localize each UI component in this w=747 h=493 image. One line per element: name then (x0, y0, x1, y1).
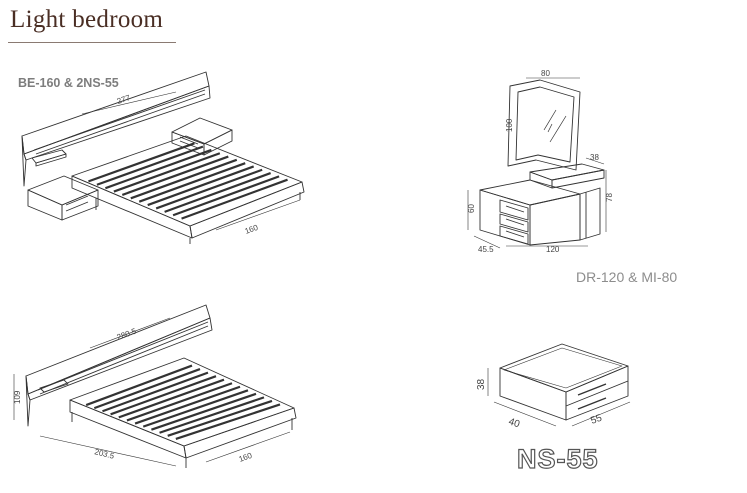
model-label-nightstand: NS-55 (516, 443, 599, 474)
bed-slat (110, 375, 217, 416)
dim-bed-top-headboard: 277 (116, 93, 132, 106)
bed-slats-top (88, 142, 288, 220)
title-underline (8, 42, 176, 43)
dim-ns-height: 38 (476, 378, 487, 390)
bed-slat (96, 145, 204, 186)
bed-slat (142, 389, 249, 428)
bed-slat (167, 399, 273, 437)
bed-slat (93, 368, 201, 410)
dim-bed-bottom-length: 203.5 (94, 447, 116, 461)
page-title: Light bedroom (10, 6, 164, 33)
bed-slat (105, 148, 212, 190)
bed-slat (85, 364, 193, 407)
dim-bed-bottom-height: 109 (13, 390, 22, 404)
bed-slat (126, 382, 233, 422)
dim-dresser-total-height: 78 (605, 193, 614, 202)
bed-slat (172, 175, 280, 217)
bed-slat (175, 403, 281, 440)
model-label-dresser-set: DR-120 & MI-80 (576, 269, 678, 285)
dresser-set-drawing: 80 100 38 60 78 45.5 120 (467, 69, 614, 254)
dim-top-depth: 38 (590, 153, 599, 162)
bed-slat (181, 178, 288, 220)
bed-slat (134, 385, 241, 425)
dim-dresser-width: 120 (546, 245, 560, 254)
dim-ns-width: 55 (589, 413, 604, 427)
dim-dresser-depth: 45.5 (478, 245, 494, 254)
bed-slat (118, 378, 225, 419)
bed-slat (151, 392, 257, 431)
dim-mirror-height: 100 (505, 118, 514, 132)
dim-bed-top-width: 160 (244, 223, 260, 236)
nightstand-drawing: 38 40 55 (476, 343, 631, 430)
bed-slat (130, 158, 238, 200)
bed-slat (155, 168, 263, 210)
bed-slat (88, 142, 195, 183)
bed-set-drawing-top: 277 160 (21, 71, 305, 244)
dim-ns-depth: 40 (507, 416, 521, 430)
bed-slat (147, 165, 255, 207)
model-label-bed-set: BE-160 & 2NS-55 (18, 76, 119, 90)
bed-slat (121, 155, 229, 196)
bed-slat (102, 371, 209, 413)
dim-mirror-width: 80 (541, 69, 550, 78)
bed-slats-bottom (85, 364, 281, 440)
dim-dresser-height: 60 (467, 204, 476, 213)
bed-slat (159, 396, 265, 434)
dim-bed-bottom-headboard: 280.5 (116, 326, 138, 341)
bed-slat (113, 152, 221, 193)
bed-slat (138, 162, 246, 203)
bed-slat (164, 172, 271, 213)
dim-bed-bottom-width: 160 (238, 451, 254, 464)
